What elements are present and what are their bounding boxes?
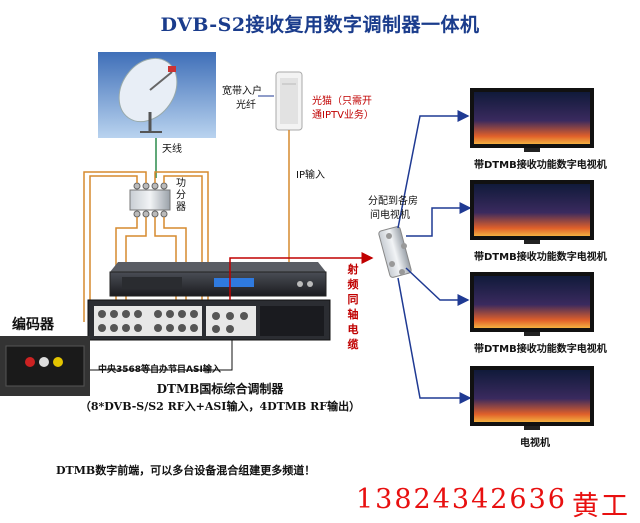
distribute-label-line2: 间电视机 [370, 210, 410, 221]
tv-2-image [470, 180, 594, 244]
contact-phone: 13824342636 [356, 484, 567, 515]
modem-label-line1: 光猫（只需开 [312, 96, 372, 107]
distributor-image [378, 226, 412, 278]
device-name: DTMB国标综合调制器 [156, 382, 284, 396]
tv-1-label: 带DTMB接收功能数字电视机 [474, 160, 607, 171]
modulator-rear-panel [87, 299, 331, 341]
tv-4-image [470, 366, 594, 430]
page-title: DVB-S2接收复用数字调制器一体机 [160, 14, 480, 36]
antenna-label: 天线 [162, 144, 182, 155]
contact-name: 黄工 [572, 491, 630, 522]
broadband-label-line2: 光纤 [236, 100, 256, 111]
splitter-label: 功 分 器 [176, 178, 186, 213]
footer-note: DTMB数字前端，可以多台设备混合组建更多频道！ [56, 464, 316, 477]
asi-input-label: 中央3568等自办节目ASI输入 [98, 365, 221, 375]
modem-label-line2: 通IPTV业务） [312, 110, 374, 121]
distribute-label-line1: 分配到各房 [368, 196, 418, 207]
broadband-label-line1: 宽带入户 [222, 86, 262, 97]
distribution-lines [397, 110, 472, 404]
encoder-image [0, 336, 90, 396]
tv-2-label: 带DTMB接收功能数字电视机 [474, 252, 607, 263]
optical-modem-image [275, 71, 303, 131]
antenna-image [98, 52, 216, 138]
tv-1-image [470, 88, 594, 152]
encoder-label: 编码器 [12, 317, 54, 333]
modulator-top-unit [109, 262, 327, 297]
ip-input-label: IP输入 [296, 170, 325, 181]
tv-4-label: 电视机 [520, 438, 550, 449]
tv-3-image [470, 272, 594, 336]
splitter-image [129, 182, 171, 218]
rf-cable-label: 射 频 同 轴 电 缆 [347, 263, 359, 351]
device-spec: （8*DVB-S/S2 RF入+ASI输入，4DTMB RF输出） [79, 400, 361, 413]
tv-3-label: 带DTMB接收功能数字电视机 [474, 344, 607, 355]
